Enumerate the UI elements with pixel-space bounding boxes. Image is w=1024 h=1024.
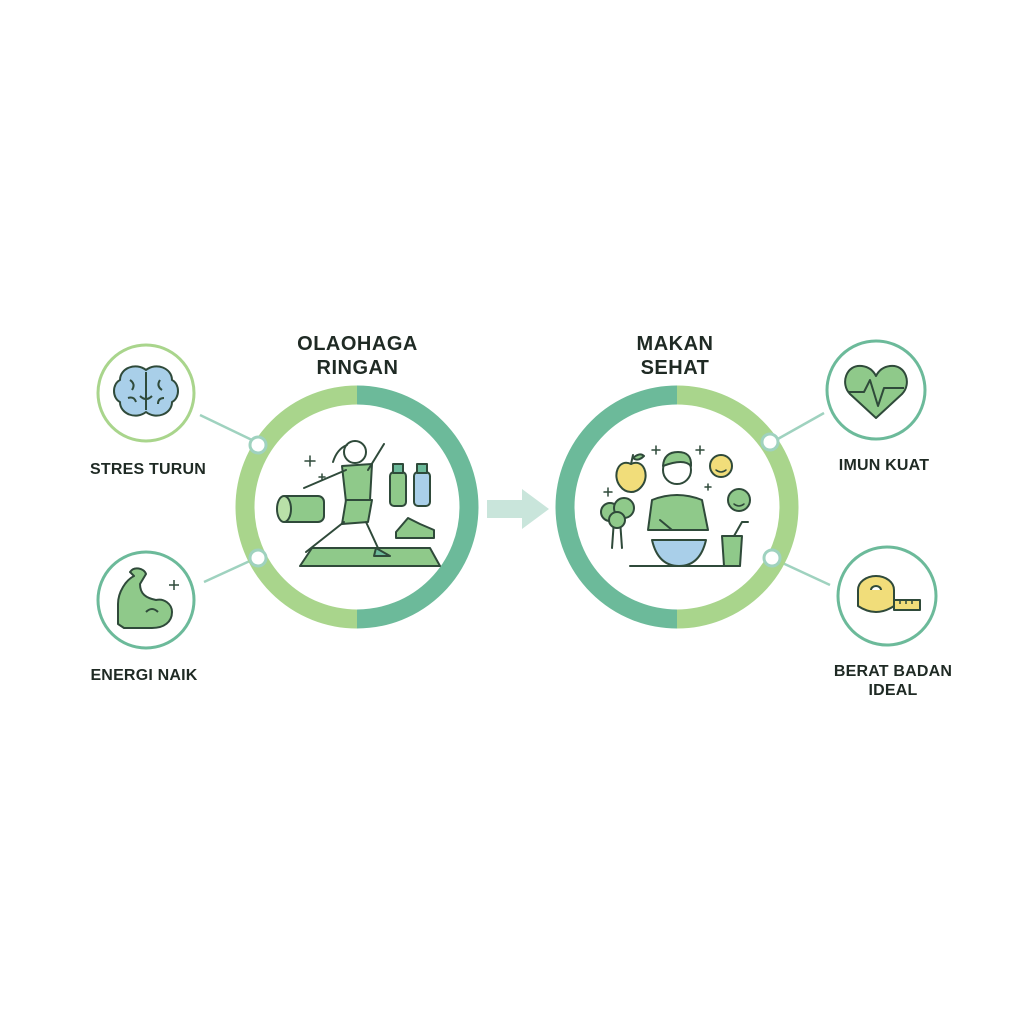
connector-weight xyxy=(775,558,831,587)
right-hub-title-line2: SEHAT xyxy=(640,357,710,379)
energy-badge xyxy=(96,550,196,650)
brain-icon xyxy=(113,365,179,417)
heart-pulse-icon xyxy=(844,364,908,419)
measuring-tape-icon xyxy=(857,575,921,613)
left-hub-title: OLAOHAGA RINGAN xyxy=(255,332,460,380)
weight-label: BERAT BADAN IDEAL xyxy=(808,662,978,700)
left-hub-title-line1: OLAOHAGA xyxy=(297,333,418,355)
healthy-eating-illustration-icon xyxy=(600,445,751,567)
energy-label: ENERGI NAIK xyxy=(90,667,198,684)
flow-arrow-icon xyxy=(487,489,549,529)
node-dot xyxy=(248,435,268,455)
weight-label-line1: BERAT BADAN xyxy=(833,663,953,680)
node-dot xyxy=(248,548,268,568)
flexed-arm-icon xyxy=(117,567,173,629)
connector-stress xyxy=(199,413,253,442)
connector-immune xyxy=(775,411,825,442)
right-hub-title: MAKAN SEHAT xyxy=(575,332,775,380)
node-dot xyxy=(762,548,782,568)
immune-label: IMUN KUAT xyxy=(838,457,930,474)
right-hub-title-line1: MAKAN xyxy=(636,333,714,355)
connector-energy xyxy=(203,558,253,584)
immune-badge xyxy=(825,339,927,441)
weight-badge xyxy=(836,545,938,647)
connectors xyxy=(199,411,831,587)
weight-label-line2: IDEAL xyxy=(868,682,918,700)
sparkle-icon xyxy=(169,580,179,590)
stress-label: STRES TURUN xyxy=(90,461,206,478)
left-hub-title-line2: RINGAN xyxy=(316,357,399,379)
node-dot xyxy=(760,432,780,452)
exercise-illustration-icon xyxy=(276,440,441,567)
stress-badge xyxy=(96,343,196,443)
